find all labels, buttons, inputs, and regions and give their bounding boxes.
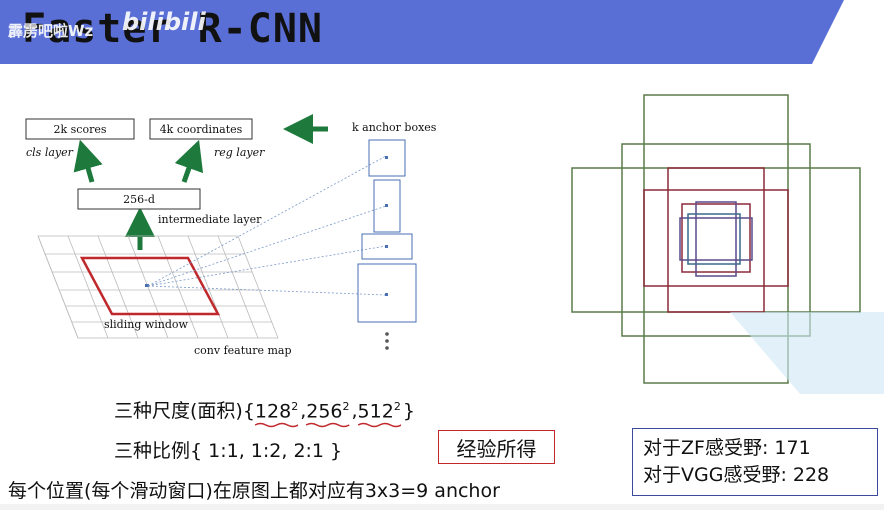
cls-layer-label: cls layer <box>26 146 74 159</box>
scales-suffix: } <box>402 400 415 422</box>
bottom-scrollbar <box>0 504 884 510</box>
arrow-to-scores <box>73 139 103 183</box>
ratios-line: 三种比例{ 1:1, 1:2, 2:1 } <box>114 440 343 462</box>
intermediate-layer-label: intermediate layer <box>158 213 262 226</box>
scores-box <box>25 118 135 140</box>
receptive-field-shade <box>730 312 884 394</box>
reg-layer-label: reg layer <box>214 146 265 159</box>
intermediate-box <box>77 188 201 210</box>
anchor-size-illustration <box>571 94 861 384</box>
scale-128: 1282 <box>254 400 299 428</box>
watermark-text: 霹雳吧啦Wz <box>8 22 94 40</box>
anchor-connectors <box>147 155 387 296</box>
anchor-boxes-label: k anchor boxes <box>352 121 437 134</box>
arrow-to-coordinates <box>174 139 204 183</box>
anchor-box-small <box>368 139 406 177</box>
scales-prefix: 三种尺度(面积){ <box>114 400 255 422</box>
anchor-count-line: 每个位置(每个滑动窗口)在原图上都对应有3x3=9 anchor <box>8 480 500 502</box>
rpn-diagram: 2k scores 4k coordinates cls layer reg l… <box>25 94 884 394</box>
coordinates-box <box>149 118 253 140</box>
bilibili-logo: bilibili <box>122 8 206 36</box>
slide-title: Faster R-CNN <box>22 6 323 52</box>
scale-512: 5122 <box>357 400 401 428</box>
zf-receptive-field: 对于ZF感受野: 171 <box>643 437 811 459</box>
anchor-box-tall <box>373 179 401 233</box>
anchor-box-wide <box>361 233 413 260</box>
sliding-window <box>79 256 221 316</box>
scales-line: 三种尺度(面积){1282,2562,5122} <box>114 396 415 428</box>
scores-label: 2k scores <box>53 123 106 136</box>
intermediate-label: 256-d <box>123 193 155 206</box>
conv-feature-map-label: conv feature map <box>194 344 292 357</box>
more-anchors-ellipsis <box>385 332 389 350</box>
anchor-box-large <box>357 263 417 323</box>
vgg-receptive-field: 对于VGG感受野: 228 <box>643 464 830 486</box>
receptive-field-box: 对于ZF感受野: 171 对于VGG感受野: 228 <box>632 428 878 496</box>
window-center <box>145 284 149 287</box>
empirical-note-box: 经验所得 <box>438 430 555 464</box>
title-banner <box>0 0 844 64</box>
scale-256: 2562 <box>306 400 350 428</box>
coordinates-label: 4k coordinates <box>160 123 243 136</box>
sliding-window-label: sliding window <box>104 318 189 331</box>
